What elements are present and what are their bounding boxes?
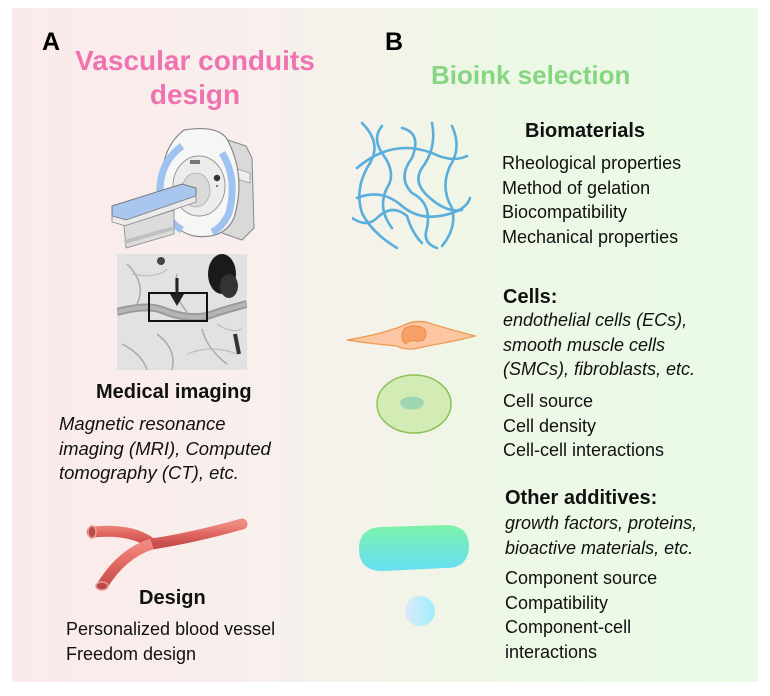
mri-scanner-icon — [104, 118, 264, 253]
additives-examples: growth factors, proteins, bioactive mate… — [505, 511, 697, 560]
additives-item: interactions — [505, 641, 598, 662]
cells-example-line: (SMCs), fibroblasts, etc. — [503, 359, 696, 379]
description-line: Magnetic resonance — [59, 413, 226, 434]
design-item: Freedom design — [66, 643, 197, 664]
cells-example-line: smooth muscle cells — [503, 334, 666, 355]
biomaterials-list: Rheological properties Method of gelatio… — [502, 151, 681, 249]
design-item: Personalized blood vessel — [66, 619, 276, 639]
cells-heading: Cells: — [503, 286, 558, 308]
medical-imaging-heading: Medical imaging — [96, 381, 252, 403]
biomaterials-item: Method of gelation — [502, 177, 651, 198]
round-cell-icon — [376, 374, 456, 436]
cells-example-line: endothelial cells (ECs), — [503, 310, 688, 330]
design-heading: Design — [139, 587, 206, 609]
medical-imaging-description: Magnetic resonance imaging (MRI), Comput… — [59, 412, 271, 486]
description-line: imaging (MRI), Computed — [59, 437, 271, 459]
cells-item: Cell source — [503, 391, 594, 411]
additives-example-line: growth factors, proteins, — [505, 513, 698, 533]
cells-examples: endothelial cells (ECs), smooth muscle c… — [503, 308, 695, 382]
cells-item: Cell density — [503, 415, 597, 436]
description-line: tomography (CT), etc. — [59, 462, 239, 483]
additives-example-line: bioactive materials, etc. — [505, 537, 694, 558]
biomaterials-item: Rheological properties — [502, 153, 682, 173]
biomaterials-item: Biocompatibility — [502, 202, 628, 222]
blood-vessel-icon — [82, 518, 257, 598]
additives-item: Component source — [505, 568, 658, 588]
cells-item: Cell-cell interactions — [503, 440, 665, 460]
angiography-image — [117, 254, 247, 370]
capsule-additive-icon — [357, 524, 473, 574]
polymer-network-icon — [352, 118, 477, 253]
panel-a-label: A — [42, 28, 61, 56]
additives-list: Component source Compatibility Component… — [505, 566, 657, 664]
additives-heading: Other additives: — [505, 487, 658, 509]
design-list: Personalized blood vessel Freedom design — [66, 617, 275, 666]
panel-b-title: Bioink selection — [431, 60, 631, 90]
cells-list: Cell source Cell density Cell-cell inter… — [503, 389, 664, 463]
additives-item: Compatibility — [505, 592, 609, 613]
panel-a-title-line2: design — [149, 79, 241, 110]
biomaterials-item: Mechanical properties — [502, 226, 679, 247]
panel-a-title: Vascular conduits design — [50, 44, 340, 112]
sphere-additive-icon — [405, 596, 435, 626]
panel-a-title-line1: Vascular conduits — [75, 45, 315, 76]
biomaterials-heading: Biomaterials — [525, 120, 646, 142]
spindle-cell-icon — [342, 316, 482, 356]
panel-b-label: B — [385, 28, 404, 56]
additives-item: Component-cell — [505, 617, 632, 637]
